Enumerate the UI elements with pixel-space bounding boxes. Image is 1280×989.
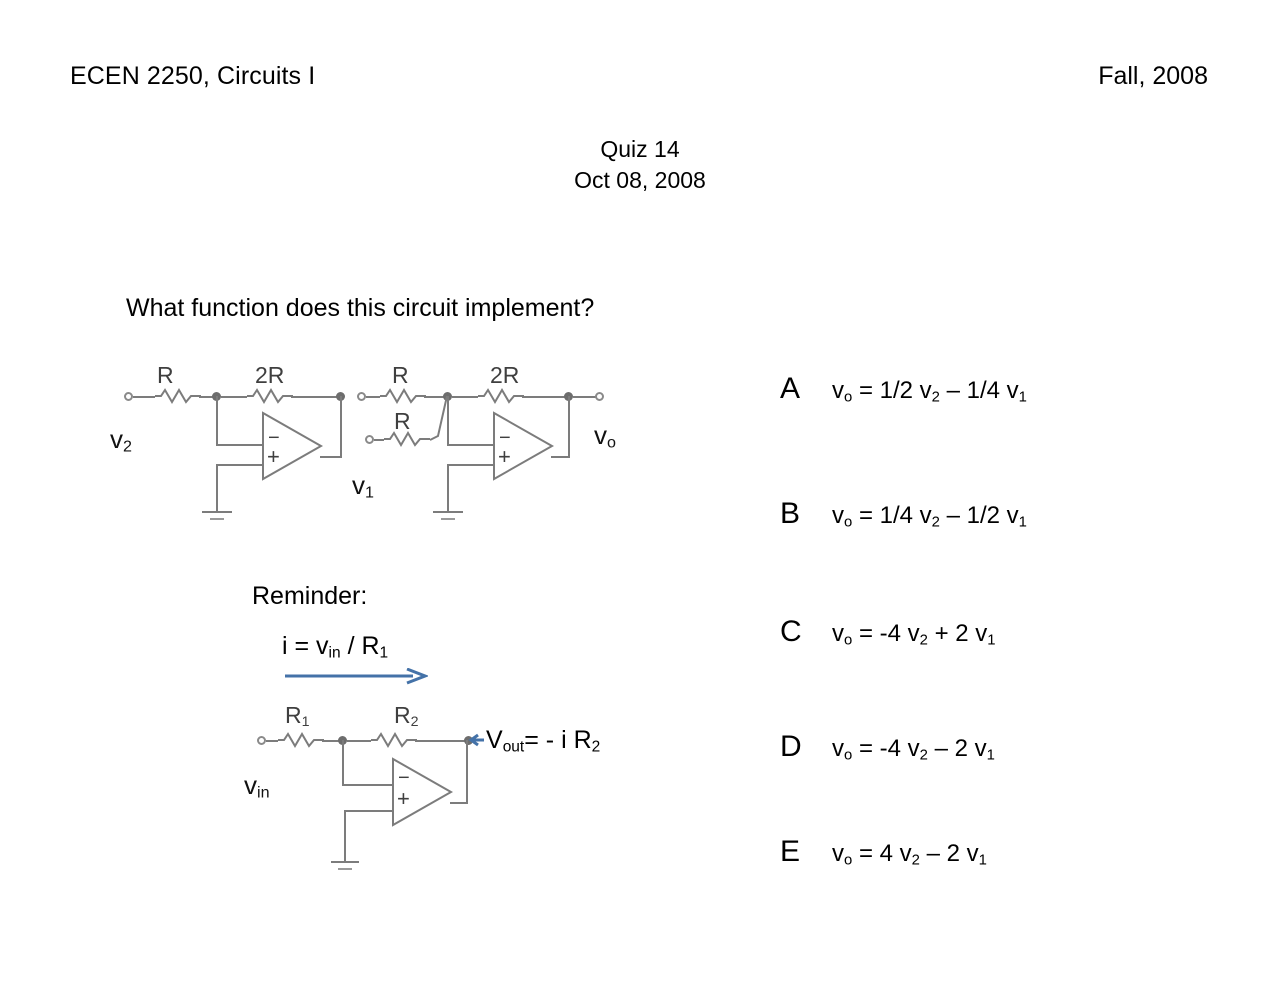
vout-equation: Vout= - i R2 [486, 726, 601, 756]
wire-segment [320, 456, 342, 458]
opamp-1-inverting-sign: − [268, 427, 280, 449]
resistor-r-2 [380, 388, 426, 404]
quiz-title: Quiz 14 [600, 136, 680, 162]
wire-slanted-v1-to-node [428, 392, 452, 444]
resistor-r1 [278, 732, 324, 748]
opamp-2-noninverting-sign: + [498, 444, 511, 469]
answer-letter-d: D [780, 730, 802, 763]
answer-option-d[interactable]: D vo = -4 v2 – 2 v1 [780, 730, 995, 764]
resistor-2r-2 [478, 388, 524, 404]
label-v1: v1 [352, 470, 374, 502]
reminder-opamp-inverting-sign: − [398, 767, 410, 789]
wire-segment [466, 740, 468, 804]
wire-segment [340, 396, 342, 458]
answer-letter-e: E [780, 835, 801, 868]
wire-segment [447, 444, 495, 446]
label-vin: vin [244, 770, 270, 802]
wire-segment [221, 396, 247, 398]
wire-segment [447, 464, 449, 512]
answer-option-a[interactable]: A vo = 1/2 v2 – 1/4 v1 [780, 372, 1027, 406]
wire-segment [342, 740, 344, 786]
wire-segment [266, 740, 278, 742]
course-title: ECEN 2250, Circuits I [70, 62, 316, 90]
wire-segment [374, 439, 384, 441]
resistor-label-2r-1: 2R [255, 362, 285, 388]
input-terminal-v2 [124, 392, 133, 401]
current-direction-arrow [285, 667, 430, 686]
resistor-label-r-3: R [394, 408, 411, 434]
wire-segment [216, 396, 218, 446]
answer-letter-c: C [780, 615, 802, 648]
answer-equation-d: vo = -4 v2 – 2 v1 [832, 735, 995, 764]
resistor-r-1 [155, 388, 201, 404]
answer-equation-a: vo = 1/2 v2 – 1/4 v1 [832, 377, 1027, 406]
main-circuit-diagram: R 2R − + v2 [0, 0, 660, 540]
answer-option-e[interactable]: E vo = 4 v2 – 2 v1 [780, 835, 987, 869]
wire-segment [216, 464, 218, 512]
label-v2: v2 [110, 424, 132, 456]
reminder-opamp [392, 757, 454, 827]
answer-letter-a: A [780, 372, 801, 405]
answer-equation-e: vo = 4 v2 – 2 v1 [832, 840, 987, 869]
reminder-opamp-noninverting-sign: + [397, 786, 410, 811]
answer-option-c[interactable]: C vo = -4 v2 + 2 v1 [780, 615, 996, 649]
resistor-r2 [371, 732, 417, 748]
wire-segment [551, 456, 570, 458]
wire-segment [347, 740, 371, 742]
wire-segment [291, 396, 341, 398]
resistor-label-r-1: R [157, 362, 174, 388]
input-terminal-v1 [365, 435, 374, 444]
wire-segment [133, 396, 155, 398]
answer-equation-c: vo = -4 v2 + 2 v1 [832, 620, 996, 649]
question-prompt: What function does this circuit implemen… [126, 294, 595, 322]
answer-letter-b: B [780, 497, 801, 530]
resistor-label-r-2: R [392, 362, 409, 388]
resistor-label-r2: R2 [394, 702, 419, 731]
wire-segment [447, 464, 495, 466]
vout-arrow-icon [468, 733, 486, 747]
quiz-date: Oct 08, 2008 [574, 167, 706, 193]
reminder-node-output [464, 736, 473, 745]
reminder-ground-symbol [329, 858, 361, 876]
wire-segment [522, 396, 568, 398]
wire-segment [447, 396, 449, 446]
wire-segment [344, 810, 394, 812]
opamp-stage-2 [493, 411, 555, 481]
output-terminal-vo [595, 392, 604, 401]
reminder-circuit-diagram: R1 R2 − + [244, 702, 486, 876]
wire-segment [415, 740, 467, 742]
current-equation: i = vin / R1 [282, 632, 389, 662]
answer-equation-b: vo = 1/4 v2 – 1/2 v1 [832, 502, 1027, 531]
ground-symbol-1 [200, 508, 234, 526]
resistor-label-r1: R1 [285, 702, 310, 731]
wire-segment [573, 396, 597, 398]
wire-segment [344, 810, 346, 862]
wire-segment [322, 740, 340, 742]
opamp-stage-1 [262, 411, 324, 481]
ground-symbol-2 [431, 508, 465, 526]
wire-segment [216, 444, 264, 446]
opamp-2-inverting-sign: − [499, 427, 511, 449]
wire-segment [450, 802, 468, 804]
resistor-label-2r-2: 2R [490, 362, 520, 388]
quiz-heading: Quiz 14 Oct 08, 2008 [0, 134, 1280, 196]
opamp-1-noninverting-sign: + [267, 444, 280, 469]
wire-segment [568, 396, 570, 458]
wire-segment [199, 396, 217, 398]
reminder-title: Reminder: [252, 582, 368, 610]
reminder-input-terminal [257, 736, 266, 745]
wire-segment [424, 396, 448, 398]
answer-option-b[interactable]: B vo = 1/4 v2 – 1/2 v1 [780, 497, 1027, 531]
wire-segment [216, 464, 264, 466]
resistor-r-3 [384, 431, 430, 447]
wire-segment [452, 396, 478, 398]
wire-segment [342, 784, 394, 786]
wire-segment [366, 396, 380, 398]
label-vo: vo [594, 420, 616, 452]
resistor-2r-1 [247, 388, 293, 404]
terminal-stage2-input [357, 392, 366, 401]
term-label: Fall, 2008 [1098, 62, 1208, 90]
